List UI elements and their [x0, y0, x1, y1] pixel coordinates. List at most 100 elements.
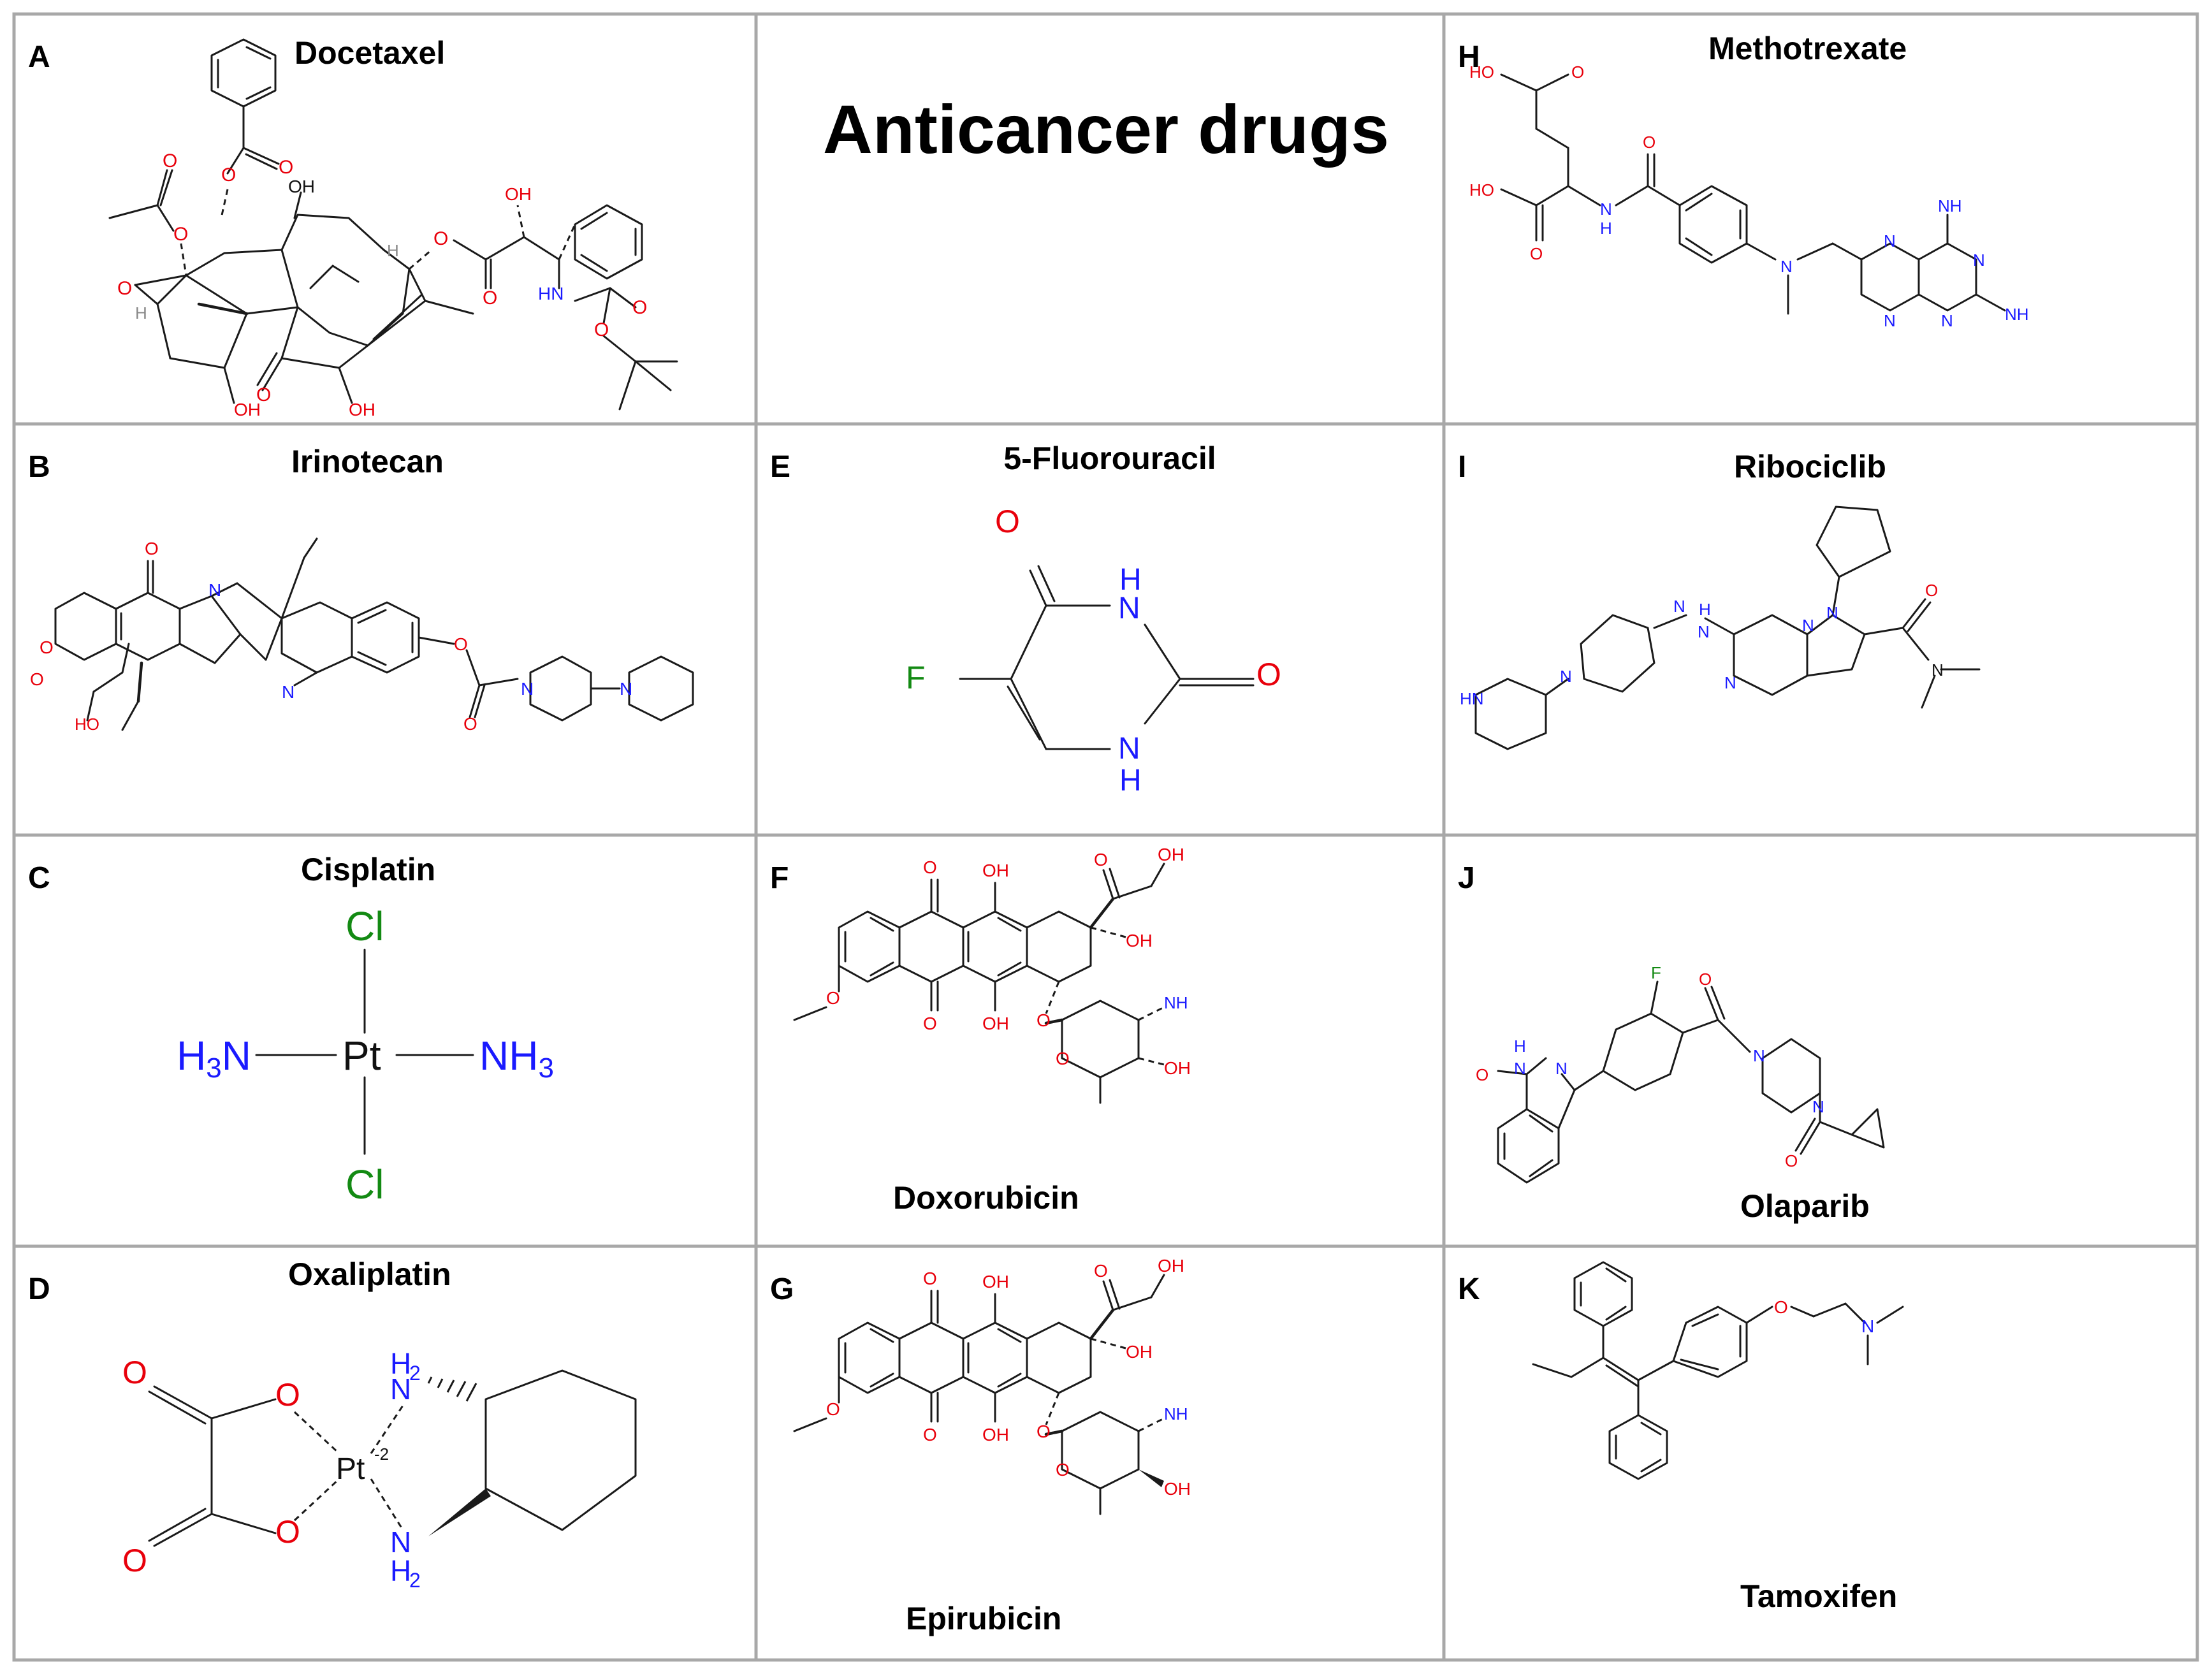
svg-text:NH: NH — [2005, 305, 2029, 324]
svg-text:NH3: NH3 — [479, 1033, 554, 1084]
doxorubicin-structure: O O OH OH O OH OH O O NH OH O — [793, 845, 1191, 1104]
svg-text:F: F — [1651, 963, 1661, 982]
svg-text:N: N — [1698, 622, 1710, 641]
panel-letter: J — [1458, 861, 1475, 895]
drug-name: Ribociclib — [1734, 449, 1886, 484]
svg-text:OH: OH — [982, 1425, 1009, 1445]
panel-a: A Docetaxel — [14, 14, 756, 424]
svg-text:O: O — [923, 1425, 937, 1445]
svg-text:O: O — [463, 714, 477, 734]
panel-i: I Ribociclib HN N N H N N N N O N — [1444, 424, 2197, 835]
svg-text:OH: OH — [234, 400, 261, 419]
svg-text:O: O — [1094, 850, 1108, 870]
drug-name: Cisplatin — [301, 852, 436, 887]
drug-name: Epirubicin — [906, 1601, 1062, 1636]
svg-text:Pt: Pt — [342, 1033, 381, 1079]
drug-name: Doxorubicin — [893, 1180, 1079, 1216]
svg-text:H: H — [390, 1554, 411, 1587]
panel-letter: E — [770, 450, 791, 484]
svg-text:N: N — [1973, 251, 1985, 270]
svg-text:H: H — [390, 1347, 411, 1380]
svg-text:O: O — [433, 228, 448, 249]
svg-text:O: O — [1774, 1297, 1788, 1317]
svg-text:N: N — [1884, 311, 1896, 330]
svg-text:OH: OH — [1158, 845, 1184, 864]
svg-text:F: F — [906, 660, 926, 695]
svg-text:N: N — [1826, 603, 1838, 622]
panel-letter: B — [28, 450, 50, 484]
svg-text:OH: OH — [982, 1014, 1009, 1033]
svg-text:N: N — [1884, 231, 1896, 251]
svg-text:O: O — [40, 637, 54, 657]
svg-text:N: N — [1600, 200, 1612, 219]
svg-text:N: N — [390, 1372, 411, 1406]
svg-text:H: H — [1699, 600, 1711, 619]
svg-text:H: H — [1514, 1037, 1526, 1056]
svg-text:O: O — [826, 988, 840, 1008]
svg-text:N: N — [1560, 667, 1572, 686]
svg-text:N: N — [1673, 597, 1685, 616]
svg-text:-2: -2 — [374, 1445, 389, 1464]
svg-text:O: O — [1037, 1422, 1051, 1441]
svg-text:O: O — [145, 539, 159, 558]
fluorouracil-structure: O O F H N N H — [906, 504, 1281, 797]
svg-text:HO: HO — [1469, 62, 1494, 82]
svg-text:O: O — [826, 1399, 840, 1419]
svg-text:O: O — [594, 319, 609, 340]
svg-text:H: H — [1600, 219, 1612, 238]
tamoxifen-structure: O N — [1532, 1261, 1904, 1480]
svg-text:O: O — [122, 1543, 147, 1578]
svg-text:N: N — [390, 1525, 411, 1559]
svg-text:N: N — [1724, 673, 1736, 692]
panel-j: J Olaparib O H N N F O N N O — [1444, 835, 2197, 1246]
svg-text:O: O — [1530, 244, 1543, 263]
svg-text:Cl: Cl — [346, 903, 384, 949]
svg-text:O: O — [1571, 62, 1584, 82]
irinotecan-structure: O O O N N O O N N HO — [30, 537, 694, 734]
svg-text:O: O — [1699, 970, 1712, 989]
panel-k: K Tamoxifen O N — [1444, 1246, 2197, 1660]
panel-f: F Doxorubicin O O O — [756, 835, 1444, 1246]
panel-letter: D — [28, 1272, 50, 1306]
olaparib-structure: O H N N F O N N O — [1476, 963, 1885, 1184]
svg-text:O: O — [454, 634, 468, 654]
ribociclib-structure: HN N N H N N N N O N — [1460, 506, 1981, 750]
svg-text:N: N — [620, 679, 632, 699]
panel-b: B Irinotecan O — [14, 424, 756, 835]
panel-d: D Oxaliplatin O O O O Pt -2 H 2 N — [14, 1246, 756, 1660]
svg-text:OH: OH — [1126, 931, 1153, 950]
svg-text:O: O — [1925, 581, 1938, 600]
svg-text:O: O — [256, 384, 271, 405]
svg-text:N: N — [1941, 311, 1953, 330]
panel-letter: F — [770, 861, 789, 895]
svg-text:N: N — [1861, 1316, 1874, 1336]
svg-text:N: N — [1812, 1097, 1824, 1116]
drug-name: Oxaliplatin — [288, 1256, 451, 1292]
svg-text:O: O — [173, 224, 188, 245]
svg-text:HN: HN — [1460, 689, 1484, 708]
panel-letter: K — [1458, 1272, 1480, 1306]
svg-text:O: O — [163, 150, 177, 171]
panel-c: C Cisplatin Cl Cl Pt H3N NH3 — [14, 835, 756, 1246]
svg-text:N: N — [1780, 257, 1793, 276]
svg-text:O: O — [221, 164, 236, 186]
svg-text:O: O — [483, 287, 497, 309]
oxaliplatin-structure: O O O O Pt -2 H 2 N N H 2 — [122, 1347, 637, 1592]
svg-text:O: O — [995, 504, 1020, 539]
svg-text:O: O — [30, 669, 44, 689]
svg-text:N: N — [1753, 1046, 1765, 1065]
svg-text:OH: OH — [982, 861, 1009, 880]
svg-text:OH: OH — [288, 177, 315, 196]
svg-text:O: O — [117, 278, 132, 299]
drug-name: Irinotecan — [291, 444, 444, 479]
svg-text:2: 2 — [409, 1569, 421, 1592]
svg-text:O: O — [1256, 657, 1281, 692]
svg-text:Cl: Cl — [346, 1161, 384, 1207]
svg-text:O: O — [1037, 1010, 1051, 1030]
svg-text:OH: OH — [1164, 1058, 1191, 1078]
svg-text:N: N — [1555, 1059, 1568, 1078]
svg-text:H3N: H3N — [177, 1033, 251, 1084]
epirubicin-structure: O O OH OH O OH OH O O NH OH O — [793, 1256, 1191, 1515]
svg-text:HO: HO — [75, 715, 99, 734]
svg-text:O: O — [1094, 1261, 1108, 1281]
